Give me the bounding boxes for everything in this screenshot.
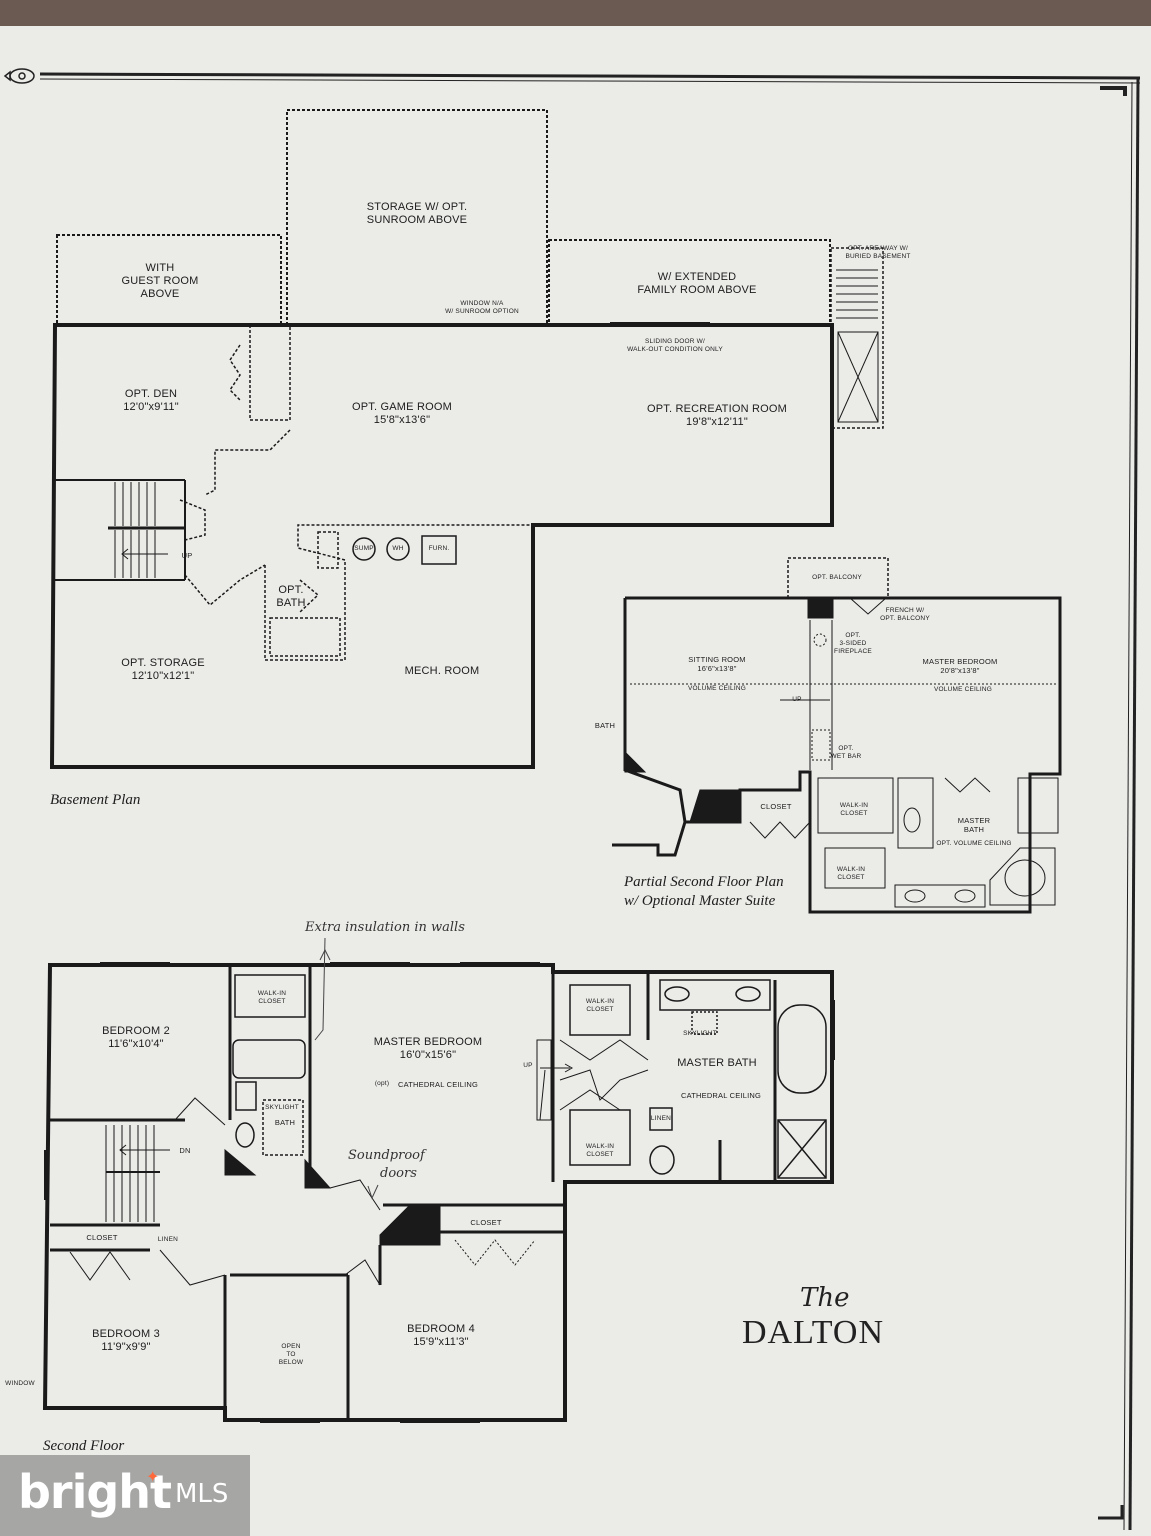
second-floor-plan — [42, 937, 835, 1423]
partial-french-door-label: FRENCH W/OPT. BALCONY — [880, 607, 930, 622]
basement-mech-room-label: MECH. ROOM — [404, 665, 480, 677]
basement-sliding-door-note: SLIDING DOOR W/WALK-OUT CONDITION ONLY — [627, 338, 723, 353]
partial-closet-label: CLOSET — [760, 802, 792, 811]
partial-opt-volume-label: OPT. VOLUME CEILING — [936, 840, 1012, 847]
second-closet-a-label: CLOSET — [86, 1233, 118, 1242]
watermark-spark-icon: ✦ — [146, 1469, 160, 1486]
basement-plan — [49, 109, 884, 769]
background-strip — [0, 0, 1151, 26]
second-master-bath-label: MASTER BATH — [677, 1057, 757, 1069]
partial-volume-ceiling-2: VOLUME CEILING — [933, 686, 993, 693]
second-cathedral-ceiling-2: CATHEDRAL CEILING — [680, 1091, 762, 1100]
second-stair-down-label: DN — [179, 1146, 191, 1155]
basement-storage-label: STORAGE W/ OPT.SUNROOM ABOVE — [366, 201, 468, 226]
second-linen-label: LINEN — [650, 1115, 672, 1122]
second-floor-caption: Second Floor — [43, 1438, 125, 1454]
second-linen-2-label: LINEN — [157, 1236, 179, 1243]
partial-plan-caption-line1: Partial Second Floor Plan — [624, 874, 784, 890]
brand-the: The — [800, 1283, 850, 1313]
partial-volume-ceiling-1: VOLUME CEILING — [687, 685, 747, 692]
bright-mls-watermark: bright ✦ MLS — [0, 1455, 250, 1536]
note-soundproof-line1: Soundproof — [348, 1148, 425, 1163]
note-skylight: SKYLIGHT — [265, 1104, 299, 1111]
watermark-mls-text: MLS — [175, 1479, 229, 1509]
note-opt: (opt) — [374, 1080, 390, 1087]
partial-balcony-label: OPT. BALCONY — [812, 574, 862, 581]
basement-furnace-label: FURN. — [428, 545, 450, 552]
partial-second-floor-plan — [612, 557, 1062, 914]
brand-dalton: DALTON — [742, 1314, 885, 1351]
basement-areaway-label: OPT. AREAWAY W/BURIED BASEMENT — [845, 245, 911, 260]
partial-plan-caption-line2: w/ Optional Master Suite — [624, 893, 776, 909]
basement-opt-bath-label: OPT.BATH — [276, 584, 306, 609]
partial-wet-bar-label: OPT.WET BAR — [830, 745, 862, 760]
watermark-bright-text: bright — [18, 1465, 172, 1519]
second-skylight-label: SKYLIGHT — [683, 1030, 717, 1037]
second-window-label: WINDOW — [5, 1380, 35, 1387]
basement-sump-label: SUMP — [354, 545, 374, 552]
second-bath-label: BATH — [274, 1118, 296, 1127]
second-closet-b-label: CLOSET — [470, 1218, 502, 1227]
partial-bath-label: BATH — [594, 721, 616, 730]
basement-stair-up-label: UP — [181, 551, 193, 560]
note-extra-insulation: Extra insulation in walls — [305, 920, 465, 935]
basement-water-heater-label: WH — [392, 545, 404, 552]
second-stair-up-label: UP — [523, 1062, 533, 1069]
border-ornament-icon — [3, 68, 35, 84]
note-soundproof-line2: doors — [380, 1166, 417, 1181]
page-border — [39, 72, 1141, 1531]
partial-stair-up-label: UP — [792, 696, 802, 703]
second-cathedral-ceiling-label: CATHEDRAL CEILING — [397, 1080, 479, 1089]
basement-plan-caption: Basement Plan — [50, 792, 141, 808]
